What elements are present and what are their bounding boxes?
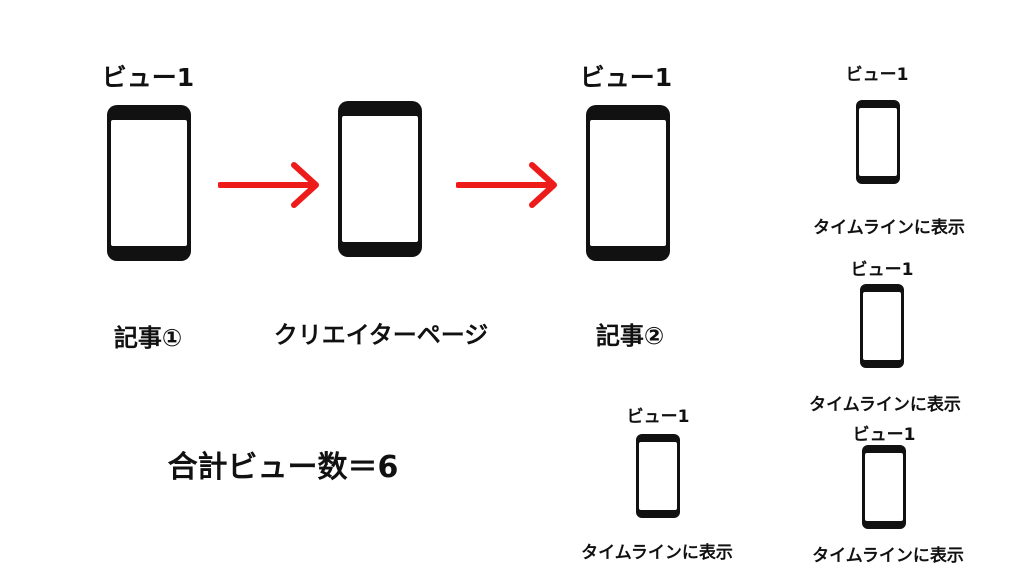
label-timeline-4: タイムラインに表示 [812,546,964,566]
view-label-timeline-4: ビュー1 [852,425,916,445]
label-article2: 記事② [595,322,665,350]
phone-icon-article2 [586,105,670,261]
phone-icon-article1 [107,105,191,261]
label-creator-page: クリエイターページ [273,321,489,349]
label-timeline-2: タイムラインに表示 [813,218,965,238]
arrow-right-icon [218,162,319,208]
view-label-timeline-3: ビュー1 [850,260,914,280]
phone-icon-timeline-1 [636,434,680,518]
phone-icon-creator-page [338,101,422,257]
phone-icon-timeline-2 [856,100,900,184]
phone-icon-timeline-4 [862,445,906,529]
view-label-article1: ビュー1 [101,63,195,92]
phone-icon-timeline-3 [860,284,904,368]
arrow-right-icon [456,162,557,208]
total-views: 合計ビュー数＝6 [167,450,399,485]
label-article1: 記事① [113,324,183,352]
view-label-timeline-2: ビュー1 [845,65,909,85]
label-timeline-3: タイムラインに表示 [809,395,961,415]
view-label-article2: ビュー1 [579,63,673,92]
label-timeline-1: タイムラインに表示 [581,543,733,563]
view-label-timeline-1: ビュー1 [626,407,690,427]
